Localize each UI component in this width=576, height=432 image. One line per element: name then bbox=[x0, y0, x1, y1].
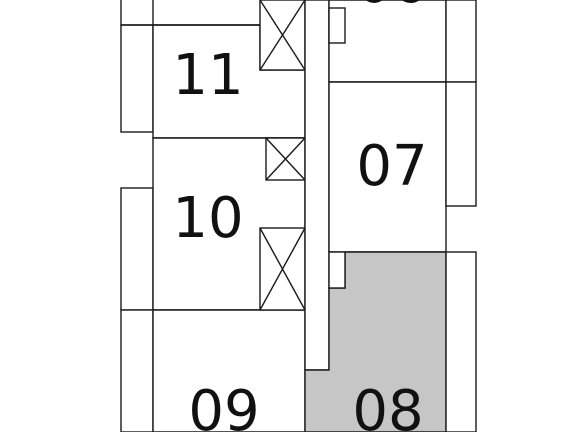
shaft-top bbox=[259, 0, 306, 71]
corridor-niche-bottom bbox=[328, 251, 346, 289]
unit-08-label: 08 bbox=[352, 379, 423, 432]
shaft-lower bbox=[259, 227, 306, 311]
corridor bbox=[304, 0, 330, 371]
unit-11-label: 11 bbox=[172, 43, 243, 108]
unit-10-label: 10 bbox=[172, 186, 243, 251]
unit-06-label: 06 bbox=[356, 0, 427, 16]
unit-09[interactable] bbox=[152, 309, 306, 432]
shaft-middle bbox=[265, 137, 306, 181]
right-outer-walls bbox=[445, 0, 477, 432]
unit-09-label: 09 bbox=[188, 379, 259, 432]
left-outer-walls bbox=[120, 24, 154, 432]
unit-07-label: 07 bbox=[356, 134, 427, 199]
corridor-niche-top bbox=[328, 7, 346, 44]
